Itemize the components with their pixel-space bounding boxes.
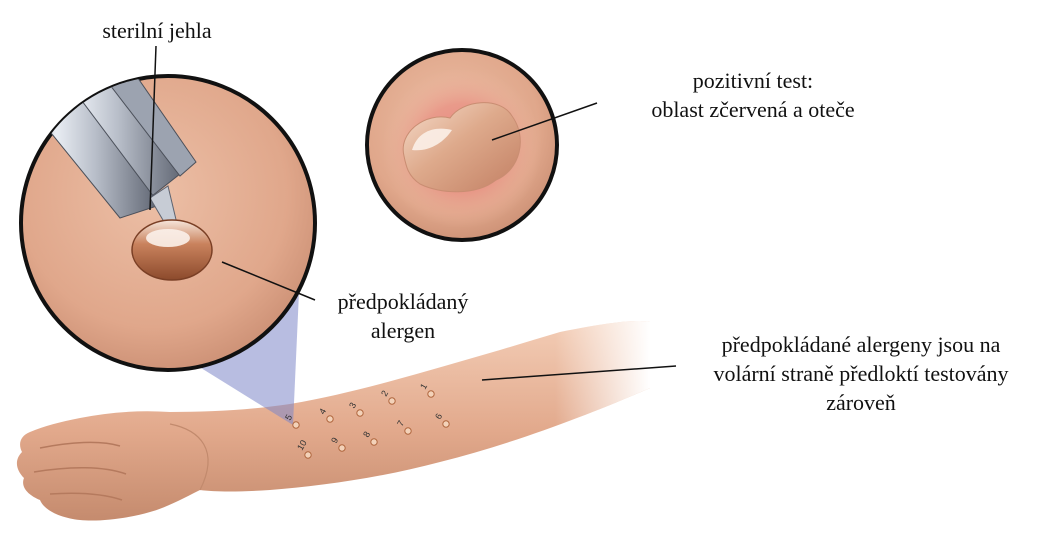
test-site-drop	[371, 439, 377, 445]
test-site-drop	[305, 452, 311, 458]
forearm-label: předpokládané alergeny jsou na volární s…	[676, 330, 1046, 417]
forearm-line-1: předpokládané alergeny jsou na	[676, 330, 1046, 359]
positive-test-line-1: pozitivní test:	[608, 66, 898, 95]
forearm-line-3: zároveň	[676, 388, 1046, 417]
test-site-drop	[357, 410, 363, 416]
test-site-drop	[443, 421, 449, 427]
positive-test-line-2: oblast zčervená a oteče	[608, 95, 898, 124]
test-site-drop	[327, 416, 333, 422]
allergen-line-1: předpokládaný	[318, 287, 488, 316]
positive-test-label: pozitivní test: oblast zčervená a oteče	[608, 66, 898, 124]
test-site-drop	[389, 398, 395, 404]
positive-test-circle	[367, 50, 557, 240]
needle-label: sterilní jehla	[92, 16, 222, 45]
test-site-drop	[405, 428, 411, 434]
test-site-drop	[339, 445, 345, 451]
allergen-drop	[132, 220, 212, 280]
allergen-label: předpokládaný alergen	[318, 287, 488, 345]
needle-magnified-circle	[0, 6, 315, 370]
test-site-drop	[293, 422, 299, 428]
forearm-line-2: volární straně předloktí testovány	[676, 359, 1046, 388]
allergen-line-2: alergen	[318, 316, 488, 345]
test-site-drop	[428, 391, 434, 397]
